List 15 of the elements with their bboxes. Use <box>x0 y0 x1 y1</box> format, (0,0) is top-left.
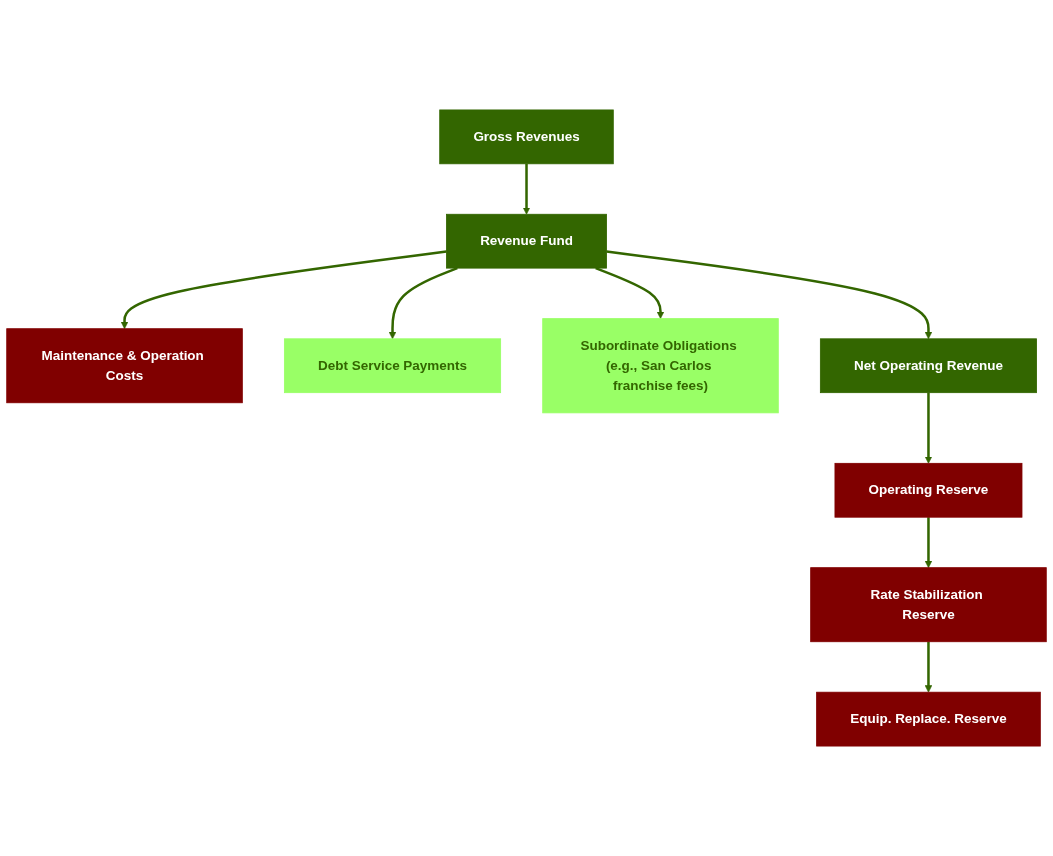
arrow <box>924 392 933 464</box>
node-box: Maintenance & Operation Costs <box>6 328 243 404</box>
arrow <box>924 641 933 693</box>
node-box: Equip. Replace. Reserve <box>816 691 1041 747</box>
arrow <box>924 517 933 568</box>
node-box: Operating Reserve <box>834 462 1023 518</box>
node-box: Net Operating Revenue <box>819 338 1037 394</box>
node-box: Debt Service Payments <box>283 338 502 394</box>
arrow <box>606 250 933 340</box>
arrow <box>522 163 531 215</box>
node-box: Revenue Fund <box>446 213 607 269</box>
arrow <box>120 250 447 330</box>
node-box: Subordinate Obligations (e.g., San Carlos franchise fees) <box>542 318 779 414</box>
node-box: Rate Stabilization Reserve <box>810 567 1047 643</box>
node-box: Gross Revenues <box>439 109 614 165</box>
